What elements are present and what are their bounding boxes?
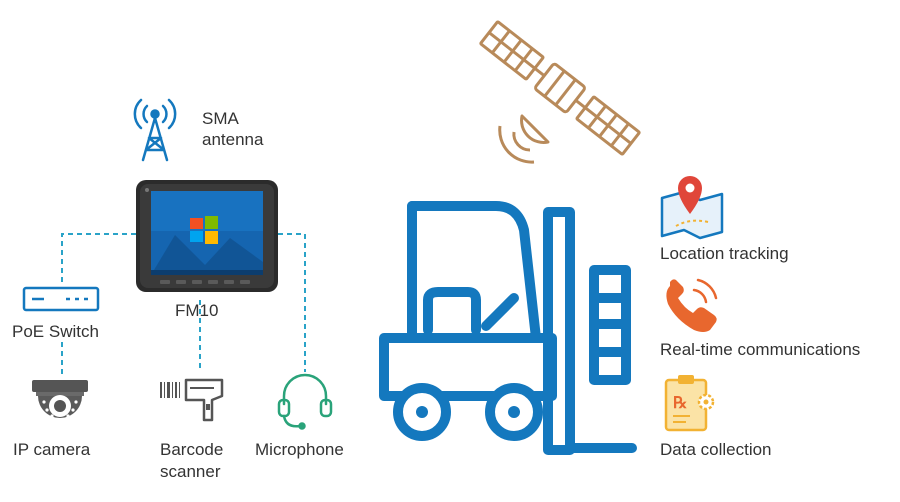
barcode-scanner-label-line2: scanner [160, 462, 221, 481]
connector-device-to-microphone [278, 233, 306, 372]
rugged-tablet-icon [136, 180, 278, 292]
forklift-pallet [589, 265, 631, 385]
ip-camera-label: IP camera [13, 440, 91, 459]
connector-device-to-switch [61, 233, 136, 285]
microphone-label: Microphone [255, 440, 344, 459]
antenna-tower-icon [133, 98, 177, 162]
sma-antenna-label-line2: antenna [202, 130, 264, 149]
poe-switch-label: PoE Switch [12, 322, 99, 341]
satellite-icon [479, 20, 641, 164]
data-collection-label: Data collection [660, 440, 772, 459]
phone-ringing-icon [666, 278, 718, 332]
svg-text:℞: ℞ [673, 395, 687, 412]
windows-logo-icon [190, 216, 218, 244]
headset-microphone-icon [277, 373, 333, 430]
sma-antenna-label-line1: SMA [202, 109, 239, 128]
device-label: FM10 [175, 301, 219, 320]
clipboard-rx-icon: ℞ [664, 375, 715, 432]
forklift-seat [423, 287, 481, 335]
barcode-scanner-icon [160, 378, 224, 422]
realtime-comms-label: Real-time communications [660, 340, 861, 359]
location-tracking-label: Location tracking [660, 244, 789, 263]
connector-lines [61, 233, 306, 378]
forklift-cab [407, 201, 541, 343]
barcode-scanner-label-line1: Barcode [160, 440, 224, 459]
forklift-mast [543, 207, 575, 455]
map-pin-icon [660, 176, 724, 240]
poe-switch-icon [22, 286, 100, 312]
dome-camera-icon [32, 380, 88, 418]
forklift-steering [481, 293, 519, 331]
forklift-icon [379, 201, 637, 455]
